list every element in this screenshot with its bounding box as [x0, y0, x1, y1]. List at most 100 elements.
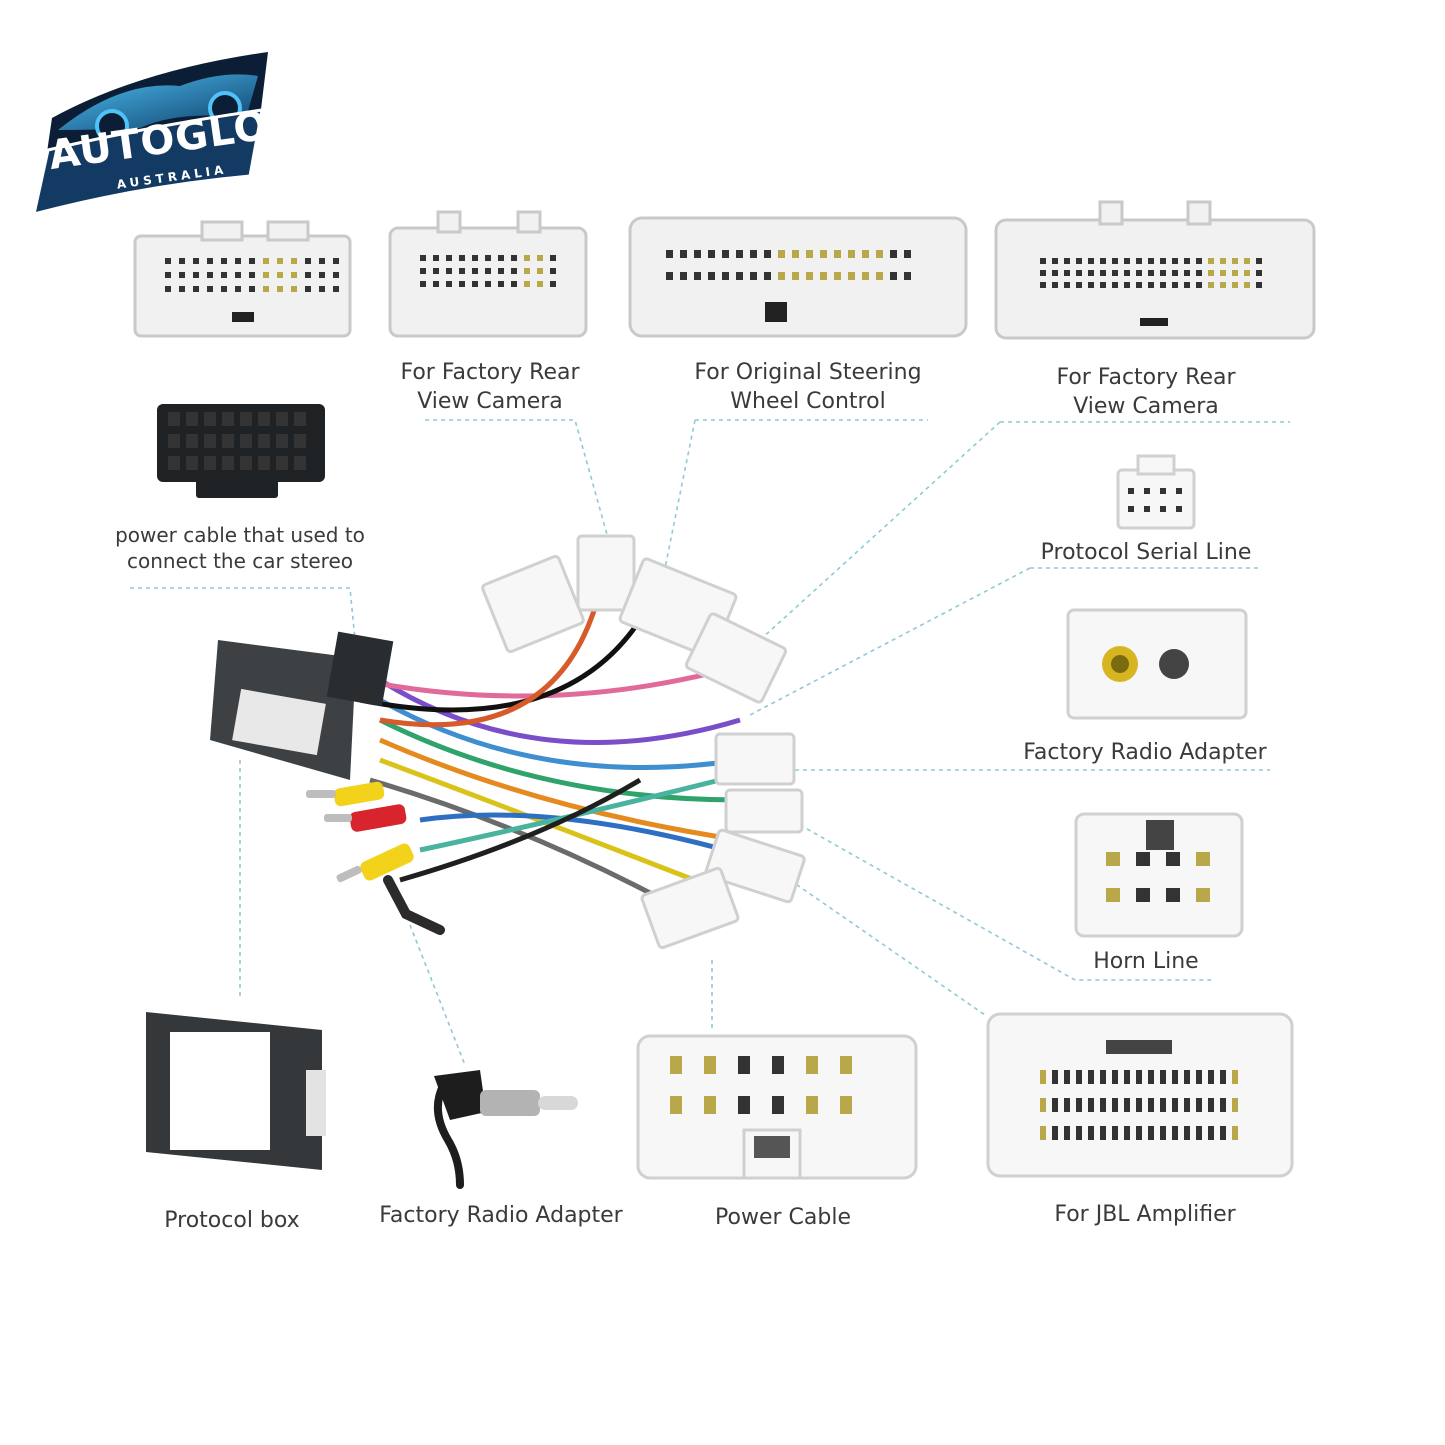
connector-pin — [1196, 270, 1202, 276]
connector-pin — [1160, 270, 1166, 276]
pins-top-1 — [165, 258, 339, 292]
connector-pin — [680, 272, 687, 280]
harness-connectors — [481, 534, 806, 950]
connector-pin — [738, 1096, 750, 1114]
connector-pin — [1106, 852, 1120, 866]
connector-pin — [806, 1096, 818, 1114]
connector-pin — [1052, 1070, 1058, 1084]
connector-pin — [736, 250, 743, 258]
connector-pin — [806, 250, 813, 258]
connector-pin — [433, 268, 439, 274]
pins-stereo — [168, 412, 306, 470]
connector-pin — [1148, 282, 1154, 288]
connector-pin — [294, 434, 306, 448]
connector-pin — [1166, 888, 1180, 902]
connector-pin — [1088, 258, 1094, 264]
connector-pin — [193, 258, 199, 264]
connector-pin — [1040, 1098, 1046, 1112]
connector-pin — [1160, 488, 1166, 494]
pins-top-2 — [420, 255, 556, 287]
connector-pin — [904, 250, 911, 258]
connector-pin — [1184, 270, 1190, 276]
connector-pin — [1124, 1098, 1130, 1112]
connector-pin — [319, 272, 325, 278]
connector-pin — [1256, 282, 1262, 288]
connector-pin — [840, 1096, 852, 1114]
connector-pin — [291, 258, 297, 264]
autoglo-logo — [32, 52, 268, 217]
connector-pin — [1124, 258, 1130, 264]
connector-pin — [1160, 1070, 1166, 1084]
connector-pin — [772, 1096, 784, 1114]
connector-pin — [1232, 258, 1238, 264]
connector-pin — [165, 286, 171, 292]
connector-pin — [511, 268, 517, 274]
leader-lines — [130, 419, 1290, 1066]
connector-pin — [1100, 1070, 1106, 1084]
connector-pin — [319, 258, 325, 264]
connector-pin — [1088, 1126, 1094, 1140]
connector-pin — [294, 412, 306, 426]
connector-pin — [1040, 270, 1046, 276]
connector-pin — [1208, 270, 1214, 276]
connector-pin — [848, 272, 855, 280]
connector-pin — [235, 258, 241, 264]
connector-pin — [193, 286, 199, 292]
connector-pin — [1124, 270, 1130, 276]
connector-pin — [1100, 1126, 1106, 1140]
connector-pin — [1088, 1098, 1094, 1112]
connector-pin — [472, 255, 478, 261]
connector-pin — [204, 456, 216, 470]
label-horn-line: Horn Line — [1093, 949, 1199, 974]
connector-pin — [1196, 258, 1202, 264]
connector-pin — [277, 272, 283, 278]
connector-pin — [1244, 282, 1250, 288]
connector-pin — [1196, 1070, 1202, 1084]
horn-line-connector — [1074, 812, 1244, 938]
connector-pin — [834, 272, 841, 280]
label-power-cable: Power Cable — [715, 1205, 851, 1230]
connector-pin — [524, 255, 530, 261]
connector-pin — [708, 250, 715, 258]
connector-pin — [1220, 282, 1226, 288]
connector-pin — [550, 281, 556, 287]
connector-pin — [537, 268, 543, 274]
pins-top-3 — [666, 250, 911, 280]
connector-pin — [1172, 1070, 1178, 1084]
connector-pin — [1064, 270, 1070, 276]
connector-pin — [792, 272, 799, 280]
connector-pin — [459, 255, 465, 261]
connector-pin — [305, 286, 311, 292]
connector-pin — [1184, 1098, 1190, 1112]
connector-top-4 — [994, 200, 1316, 340]
connector-pin — [249, 258, 255, 264]
connector-pin — [764, 250, 771, 258]
connector-pin — [420, 255, 426, 261]
connector-pin — [1040, 282, 1046, 288]
connector-pin — [204, 434, 216, 448]
connector-pin — [1220, 1070, 1226, 1084]
connector-pin — [1172, 282, 1178, 288]
connector-pin — [485, 281, 491, 287]
connector-pin — [472, 268, 478, 274]
label-factory-radio-right: Factory Radio Adapter — [1023, 740, 1267, 765]
connector-pin — [1256, 270, 1262, 276]
connector-pin — [291, 286, 297, 292]
connector-pin — [249, 286, 255, 292]
connector-pin — [235, 272, 241, 278]
connector-pin — [1136, 270, 1142, 276]
connector-pin — [1160, 258, 1166, 264]
label-rear-camera-1: For Factory Rear View Camera — [380, 358, 600, 416]
connector-pin — [550, 268, 556, 274]
connector-pin — [446, 281, 452, 287]
connector-pin — [240, 412, 252, 426]
connector-pin — [485, 268, 491, 274]
connector-pin — [420, 268, 426, 274]
connector-pin — [1160, 1098, 1166, 1112]
connector-pin — [704, 1096, 716, 1114]
connector-pin — [1196, 1126, 1202, 1140]
connector-pin — [1144, 488, 1150, 494]
connector-pin — [1100, 270, 1106, 276]
connector-pin — [1208, 1126, 1214, 1140]
